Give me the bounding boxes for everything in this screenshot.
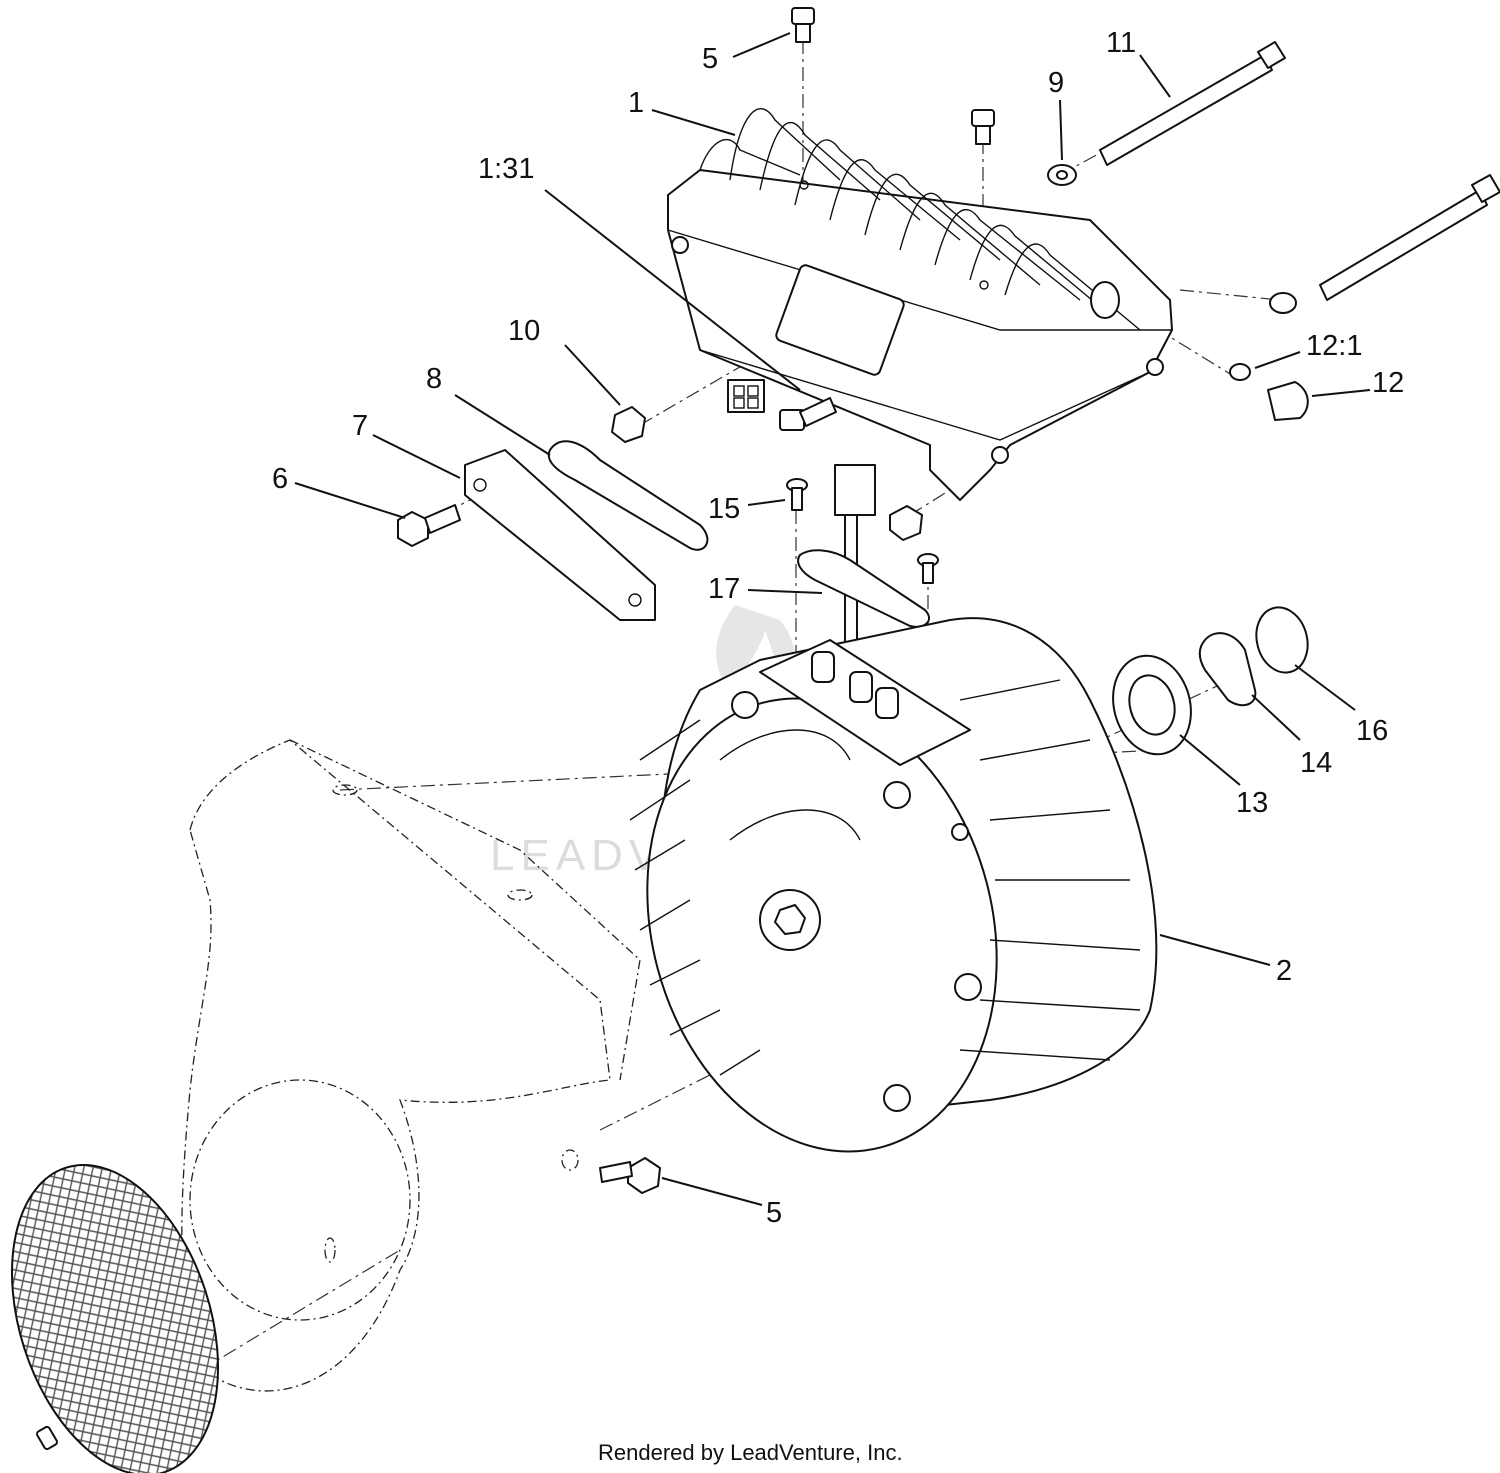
screw-right: [917, 553, 939, 584]
washer-lower: [1269, 292, 1297, 314]
plug-12: [1267, 381, 1309, 421]
footer-credit: Rendered by LeadVenture, Inc.: [598, 1440, 903, 1465]
callout-1-31: 1:31: [478, 153, 534, 185]
connector: [727, 379, 765, 413]
callout-15: 15: [708, 493, 740, 525]
bolt-5-top: [791, 7, 815, 43]
oring-16: [1255, 606, 1309, 674]
callout-5-top: 5: [702, 43, 718, 75]
callout-10: 10: [508, 315, 540, 347]
bolt-1-31: [779, 397, 837, 431]
callout-17: 17: [708, 573, 740, 605]
washer-9: [1047, 164, 1077, 186]
blower-housing-outline: [181, 739, 641, 1392]
nut-10: [611, 406, 646, 443]
callout-8: 8: [426, 363, 442, 395]
bolt-6: [397, 504, 461, 547]
oring-12-1: [1229, 363, 1251, 381]
long-bolt-lower: [1319, 174, 1500, 301]
callout-12-1: 12:1: [1306, 330, 1362, 362]
motor-housing: [629, 617, 1158, 1153]
callout-6: 6: [272, 463, 288, 495]
gasket-17: [797, 549, 930, 628]
gasket-8: [547, 440, 709, 551]
callout-14: 14: [1300, 747, 1332, 779]
cover-assembly: [667, 108, 1173, 501]
callout-2: 2: [1276, 955, 1292, 987]
callout-7: 7: [352, 410, 368, 442]
bolt-cover-right: [971, 109, 995, 145]
bolt-5-bottom: [599, 1157, 661, 1194]
bar-7: [464, 449, 656, 621]
callout-1: 1: [628, 87, 644, 119]
callout-11: 11: [1106, 27, 1136, 59]
callout-16: 16: [1356, 715, 1388, 747]
callout-12: 12: [1372, 367, 1404, 399]
callout-13: 13: [1236, 787, 1268, 819]
long-bolt-11: [1099, 41, 1286, 166]
callout-5-bottom: 5: [766, 1197, 782, 1229]
seal-13: [1112, 654, 1192, 756]
screw-15: [786, 478, 808, 511]
callout-9: 9: [1048, 67, 1064, 99]
callout-labels: 5 1 1:31 9 11 10 8 7 6 12:1 12 15 17 16 …: [272, 27, 1404, 1229]
mesh-screen: [11, 1164, 219, 1473]
seal-14: [1198, 632, 1257, 707]
callout-leaders: [294, 32, 1371, 1206]
nut-cover-lower: [889, 505, 923, 541]
